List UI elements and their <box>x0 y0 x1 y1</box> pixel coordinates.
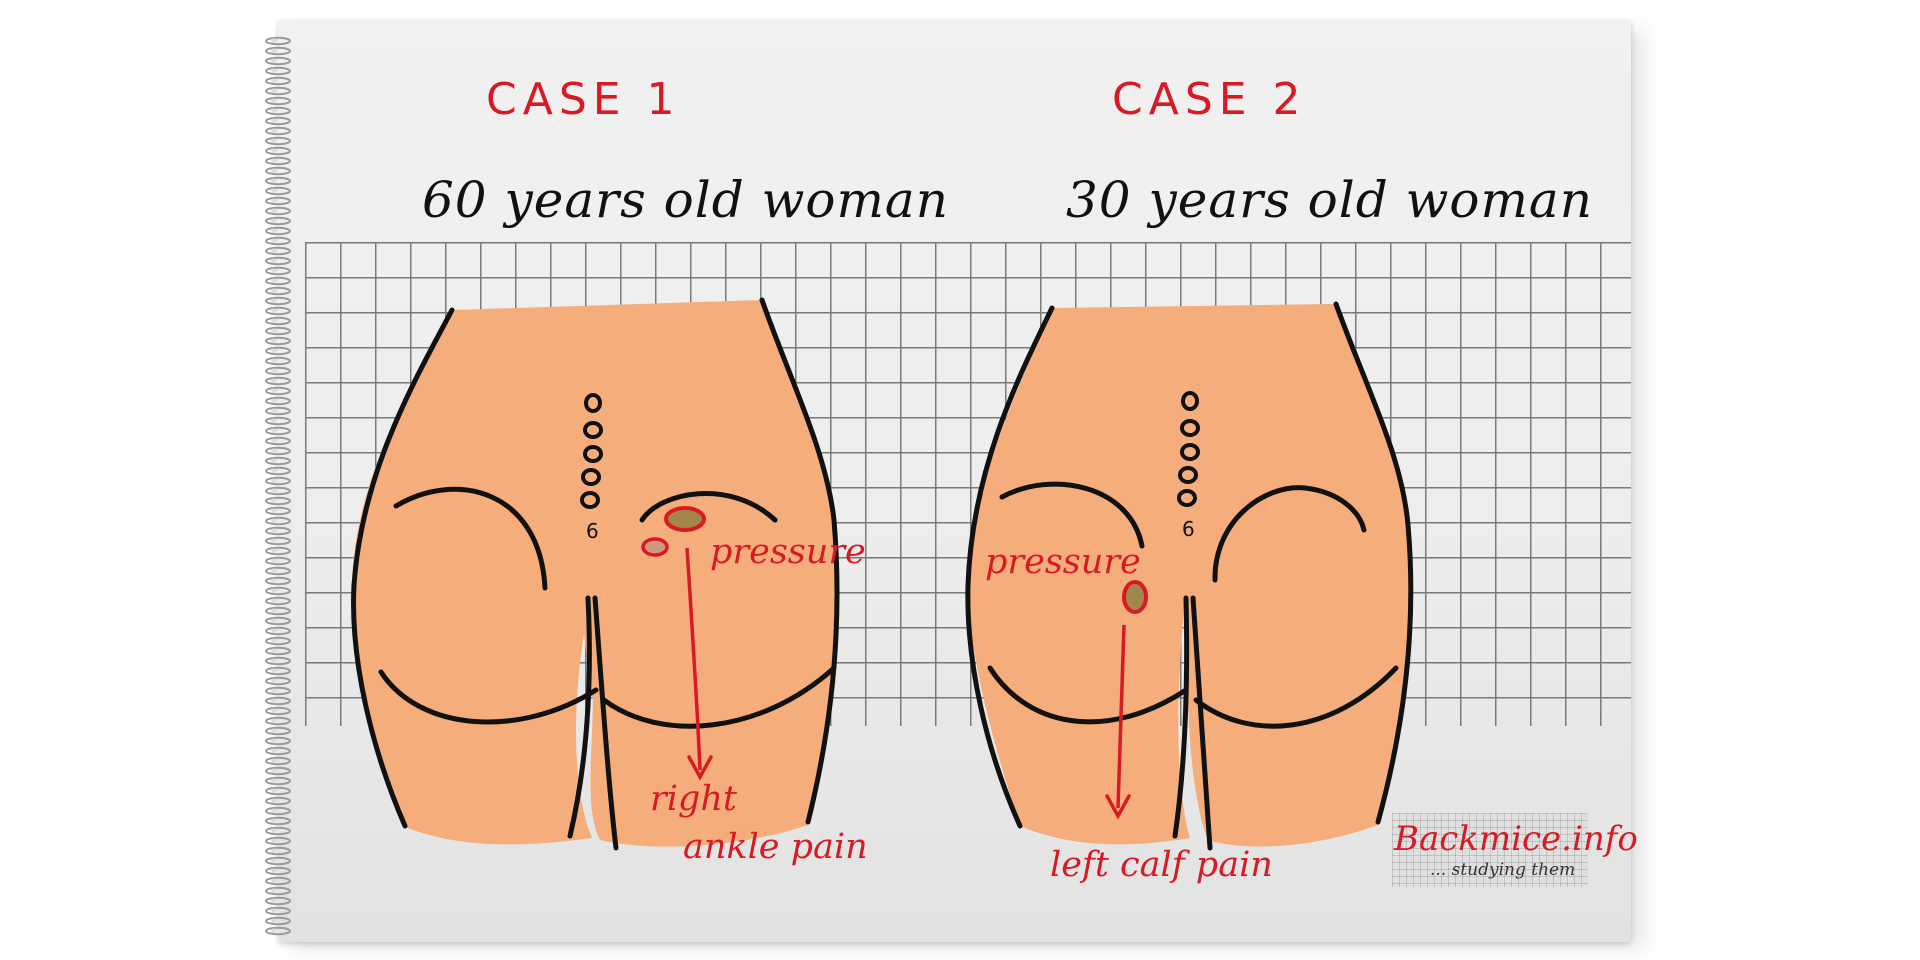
case1-arrow-head <box>687 755 713 781</box>
case1-pain-line1: right <box>650 779 737 819</box>
case2-pressure-label: pressure <box>985 542 1141 582</box>
case2-title: CASE 2 <box>1112 74 1307 125</box>
case2-body <box>968 304 1411 847</box>
case2-spine <box>1177 391 1200 507</box>
case2-spine-label: 6 <box>1182 517 1195 541</box>
case1-spine <box>580 393 603 509</box>
case1-pain-line2: ankle pain <box>683 827 868 867</box>
case1-pain-arrow <box>685 547 702 771</box>
case2-arrow-head <box>1105 794 1131 820</box>
case2-pressure-spot <box>1122 580 1148 614</box>
case1-pressure-spot-small <box>641 537 669 557</box>
brand-stamp <box>1392 813 1588 887</box>
brand-name: Backmice.info <box>1394 819 1638 859</box>
case1-subject: 60 years old woman <box>422 171 949 229</box>
spiral-binding <box>258 36 298 936</box>
case1-body <box>351 300 839 847</box>
case2-subject: 30 years old woman <box>1066 171 1593 229</box>
case1-spine-label: 6 <box>586 519 599 543</box>
case1-pressure-spot <box>664 506 706 532</box>
case2-pain-arrow <box>1116 624 1126 809</box>
brand-tagline: ... studying them <box>1430 860 1576 880</box>
case2-figure: 6 <box>965 301 1414 851</box>
case1-pressure-label: pressure <box>710 532 866 572</box>
case1-figure: 6 <box>351 297 840 851</box>
case2-pain-label: left calf pain <box>1050 845 1273 885</box>
case1-title: CASE 1 <box>486 74 681 125</box>
